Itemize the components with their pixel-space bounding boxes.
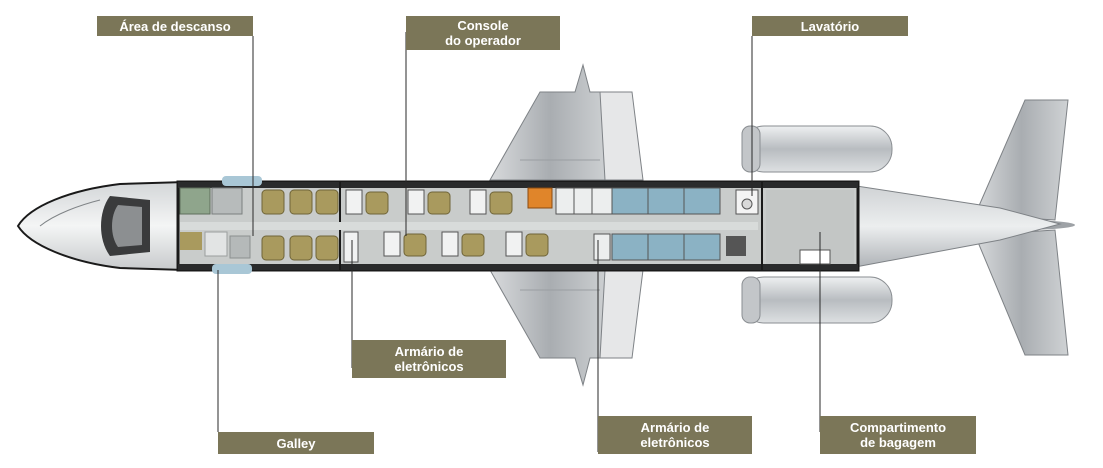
label-electronics-cabinet-1: Armário de eletrônicos <box>352 340 506 378</box>
label-electronics-cabinet-2: Armário de eletrônicos <box>598 416 752 454</box>
electronics-rack <box>527 187 553 209</box>
label-operator-console: Console do operador <box>406 16 560 50</box>
rest-area <box>179 176 262 274</box>
upper-wing <box>489 63 644 181</box>
lower-wing <box>489 269 644 387</box>
label-rest-area: Área de descanso <box>97 16 253 36</box>
label-lavatory: Lavatório <box>752 16 908 36</box>
equipment-bays <box>555 187 746 261</box>
seat-icon <box>261 189 339 261</box>
console-station-icon <box>343 189 549 263</box>
lower-engine-nacelle-icon <box>741 276 893 324</box>
upper-engine-nacelle-icon <box>741 125 893 173</box>
label-baggage-compartment: Compartimento de bagagem <box>820 416 976 454</box>
cockpit-icon <box>16 180 186 272</box>
baggage-compartment-area <box>766 190 854 265</box>
lavatory-area <box>735 189 759 215</box>
label-galley: Galley <box>218 432 374 454</box>
